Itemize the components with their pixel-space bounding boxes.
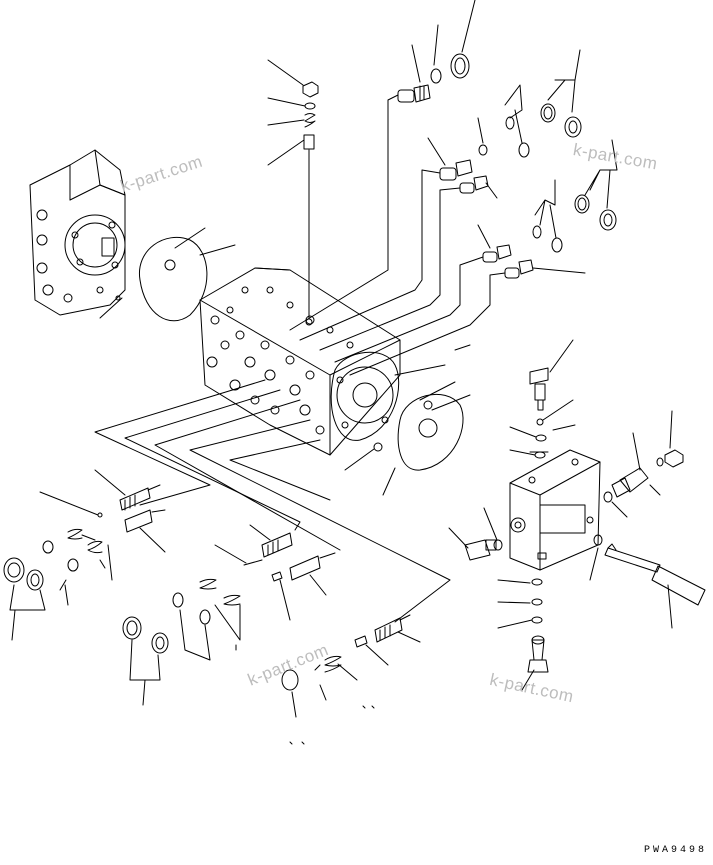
leader-lines-top (290, 95, 505, 375)
unload-valve-parts (449, 340, 705, 690)
spool-group-1 (4, 470, 165, 640)
gasket-left (100, 228, 235, 321)
top-relief-valves (398, 0, 617, 278)
drawing-code: PWA9498 (643, 845, 707, 856)
spool-group-2 (123, 525, 335, 705)
unload-valve-block (510, 450, 600, 570)
spool-group-3 (282, 615, 420, 744)
end-cover-left (30, 150, 125, 315)
valve-body (200, 268, 400, 455)
gasket-right (345, 382, 470, 495)
leader-lines-bottom (95, 380, 450, 622)
top-plug-stack (268, 60, 318, 325)
